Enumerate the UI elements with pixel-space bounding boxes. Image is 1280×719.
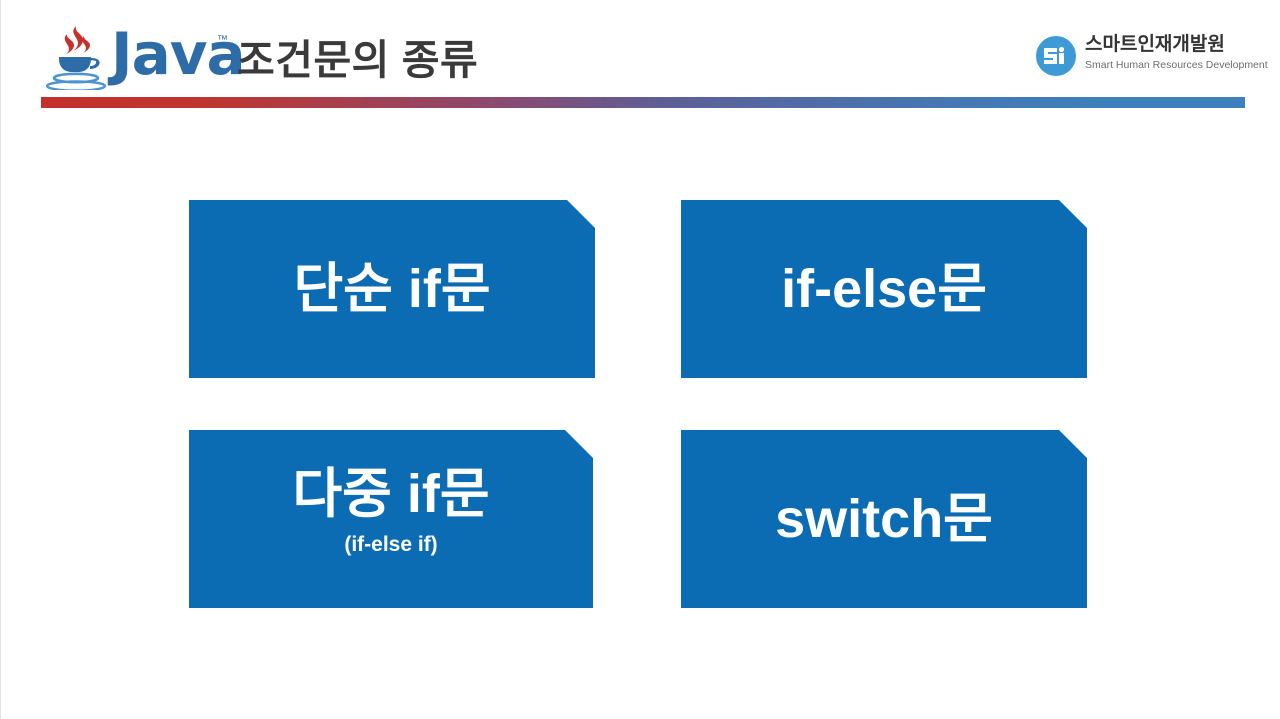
concept-box-if-else[interactable]: if-else문 bbox=[681, 200, 1087, 378]
page-title: 조건문의 종류 bbox=[237, 37, 479, 83]
org-subtitle: Smart Human Resources Development bbox=[1085, 59, 1268, 71]
org-logo: 스마트인재개발원 Smart Human Resources Developme… bbox=[1035, 33, 1268, 79]
concept-box-label: switch문 bbox=[775, 489, 993, 549]
java-logo: Java ™ bbox=[45, 20, 246, 92]
slide-header: Java ™ 조건문의 종류 스마트인재개발원 Smart Human Reso… bbox=[1, 0, 1280, 112]
java-trademark: ™ bbox=[217, 34, 228, 46]
concept-box-label: 다중 if문 bbox=[292, 464, 490, 524]
shrd-circle-mark-icon bbox=[1036, 36, 1076, 76]
java-coffee-cup-icon bbox=[45, 26, 107, 90]
header-divider-gradient bbox=[41, 97, 1245, 108]
concept-box-simple-if[interactable]: 단순 if문 bbox=[189, 200, 595, 378]
concept-box-label: if-else문 bbox=[781, 259, 987, 319]
concept-box-multi-if[interactable]: 다중 if문 (if-else if) bbox=[189, 430, 593, 608]
concept-box-switch[interactable]: switch문 bbox=[681, 430, 1087, 608]
org-name: 스마트인재개발원 bbox=[1085, 34, 1225, 55]
concept-box-label: 단순 if문 bbox=[293, 259, 491, 319]
concept-box-sublabel: (if-else if) bbox=[344, 533, 438, 556]
java-wordmark: Java bbox=[111, 20, 246, 88]
